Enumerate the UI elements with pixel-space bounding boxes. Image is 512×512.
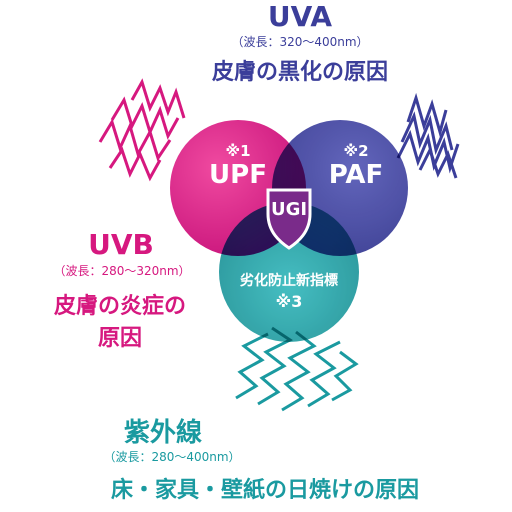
- uva-title: UVA: [267, 0, 333, 33]
- uvb-wavelength: （波長：280～320nm）: [53, 264, 191, 278]
- ugi-shield-icon: [266, 188, 312, 250]
- upf-label: UPF: [209, 160, 267, 190]
- degradation-note: ※3: [275, 292, 303, 311]
- uva-wavelength: （波長：320～400nm）: [231, 35, 369, 49]
- degradation-circle: [219, 202, 359, 342]
- uvb-effect-line2: 原因: [97, 326, 142, 351]
- uva-rays-icon: [396, 92, 460, 179]
- degradation-label: 劣化防止新指標: [240, 273, 338, 289]
- uvb-effect-line1: 皮膚の炎症の: [53, 294, 186, 319]
- visible-effect: 床・家具・壁紙の日焼けの原因: [110, 478, 419, 503]
- uvb-rays-icon: [98, 78, 186, 182]
- visible-wavelength: （波長：280～400nm）: [103, 450, 241, 464]
- visible-title: 紫外線: [123, 418, 202, 448]
- paf-label: PAF: [328, 160, 384, 190]
- paf-note: ※2: [343, 142, 369, 160]
- upf-note: ※1: [225, 142, 251, 160]
- uva-effect: 皮膚の黒化の原因: [211, 60, 388, 85]
- uvb-title: UVB: [88, 228, 154, 261]
- ugi-badge-label: UGI: [270, 199, 308, 220]
